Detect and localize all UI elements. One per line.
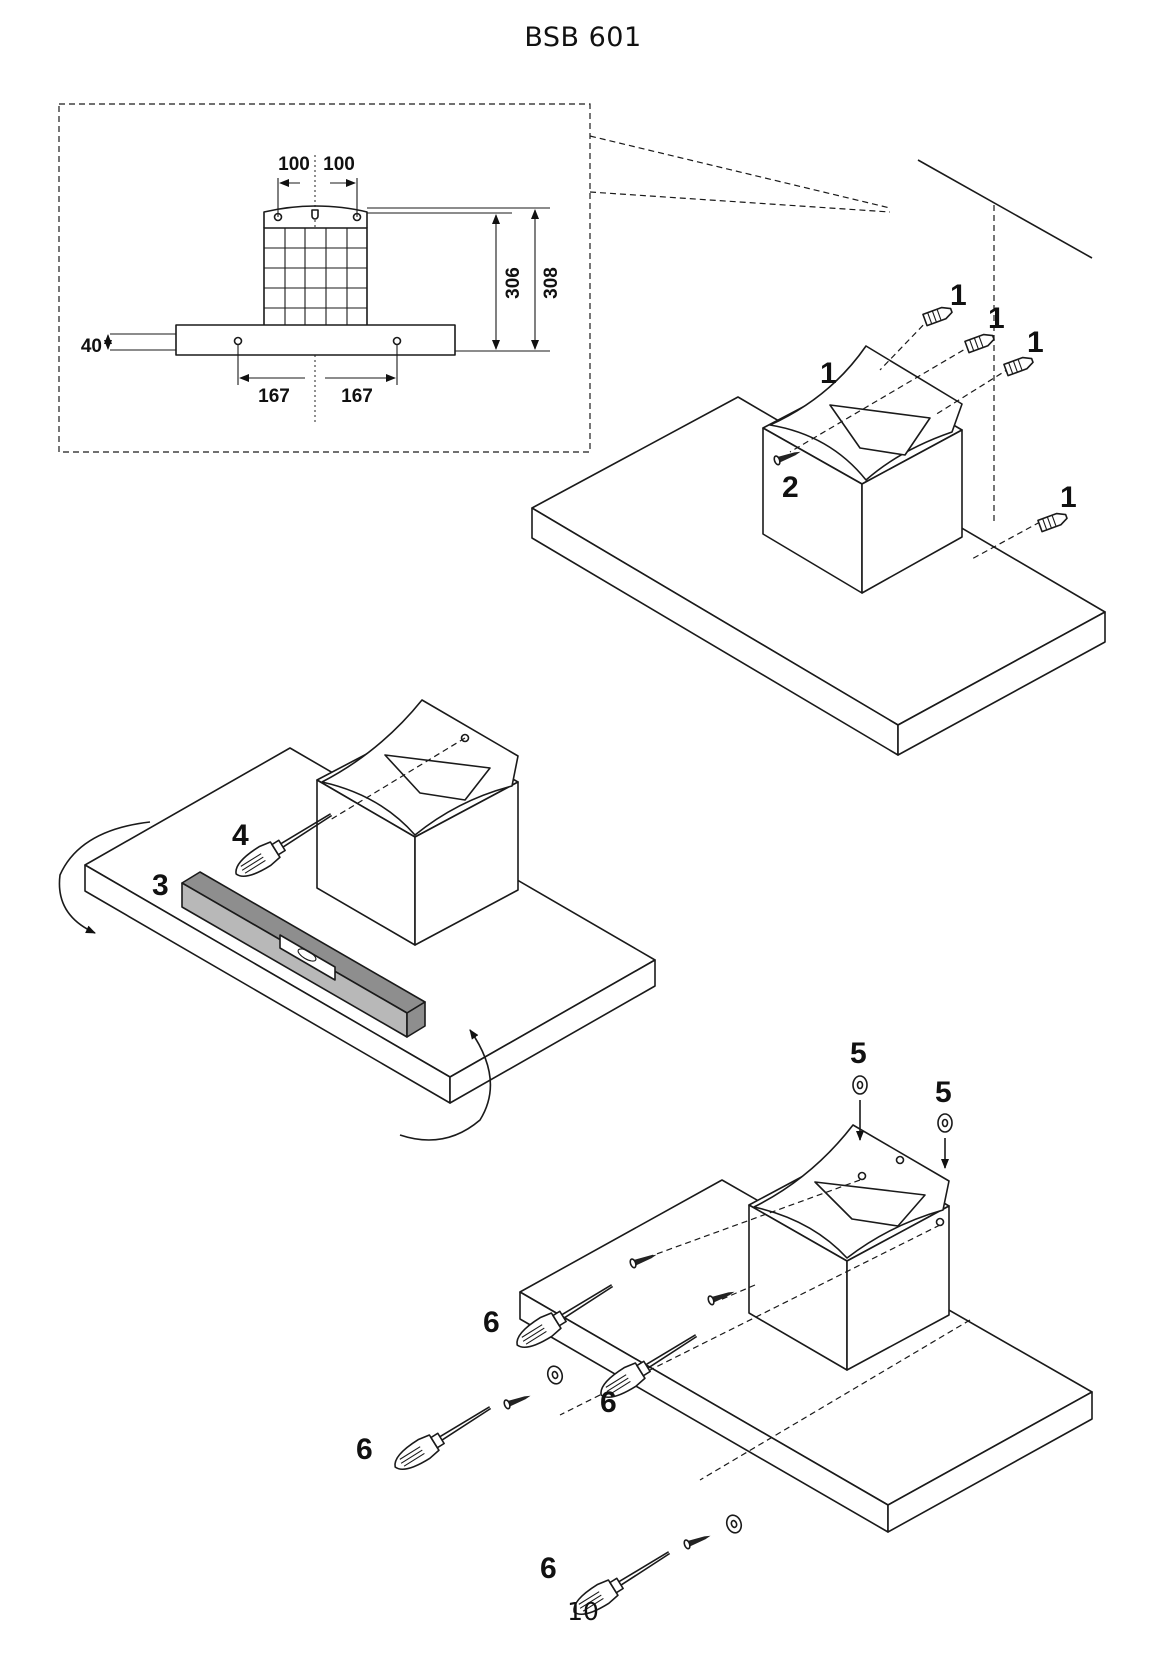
step-2-levelling: 4 3 bbox=[58, 699, 656, 1141]
hole bbox=[233, 336, 243, 346]
callout-6: 6 bbox=[356, 1433, 373, 1466]
screw-icon bbox=[502, 1390, 533, 1411]
callout-6: 6 bbox=[483, 1306, 500, 1339]
hood-side bbox=[887, 1391, 1093, 1533]
callout-1: 1 bbox=[950, 279, 967, 312]
page-number: 10 bbox=[567, 1597, 599, 1626]
hood-base bbox=[175, 324, 456, 356]
washer-icon bbox=[723, 1512, 745, 1536]
dim-top-right: 100 bbox=[323, 154, 355, 175]
callout-3: 3 bbox=[152, 869, 169, 902]
hood-side bbox=[897, 611, 1106, 756]
callout-6: 6 bbox=[600, 1386, 617, 1419]
box-side bbox=[846, 1205, 950, 1371]
hood-side bbox=[449, 959, 656, 1104]
dim-bottom-left: 167 bbox=[258, 386, 290, 407]
callout-5: 5 bbox=[850, 1037, 867, 1070]
box-side bbox=[861, 429, 963, 594]
callout-6: 6 bbox=[540, 1552, 557, 1585]
callout-line-bottom bbox=[589, 191, 891, 213]
dimension-detail: 100 100 306 308 40 167 167 bbox=[58, 103, 891, 453]
bracket-window bbox=[829, 404, 931, 456]
callout-line-top bbox=[589, 135, 891, 209]
hole bbox=[392, 336, 402, 346]
washer-icon bbox=[937, 1113, 953, 1133]
level-end bbox=[406, 1001, 426, 1038]
wall-edge bbox=[917, 159, 1093, 259]
callout-1: 1 bbox=[820, 357, 837, 390]
bubble bbox=[297, 948, 317, 962]
document-title: BSB 601 bbox=[524, 22, 642, 53]
dim-top-left: 100 bbox=[278, 154, 310, 175]
callout-4: 4 bbox=[232, 819, 249, 852]
dim-bottom-right: 167 bbox=[341, 386, 373, 407]
step-3-fixing: 5 5 6 6 6 6 bbox=[356, 1037, 1093, 1623]
dim-outer-height: 308 bbox=[541, 267, 562, 299]
bracket-window bbox=[384, 754, 491, 801]
wall-plug-icon bbox=[922, 303, 955, 327]
screwdriver-icon bbox=[388, 1397, 497, 1478]
washer-icon bbox=[544, 1363, 566, 1387]
step-1-wall-plugs: 1 1 1 1 1 2 bbox=[531, 159, 1106, 756]
rotate-arrow-icon bbox=[58, 821, 151, 934]
callout-2: 2 bbox=[782, 471, 799, 504]
box-side bbox=[414, 781, 519, 946]
keyhole bbox=[311, 209, 319, 220]
dim-left: 40 bbox=[81, 336, 102, 357]
bracket-grid bbox=[264, 228, 367, 328]
detail-frame bbox=[58, 103, 591, 453]
callout-5: 5 bbox=[935, 1076, 952, 1109]
screw-icon bbox=[682, 1530, 713, 1551]
level-vial bbox=[279, 934, 336, 981]
callout-1: 1 bbox=[988, 302, 1005, 335]
bracket-window bbox=[814, 1181, 926, 1227]
washer-icon bbox=[852, 1075, 868, 1095]
callout-1: 1 bbox=[1027, 326, 1044, 359]
bracket-body bbox=[263, 227, 368, 329]
dim-inner-height: 306 bbox=[503, 267, 524, 299]
rotate-arrow-icon bbox=[399, 1029, 492, 1141]
callout-1: 1 bbox=[1060, 481, 1077, 514]
